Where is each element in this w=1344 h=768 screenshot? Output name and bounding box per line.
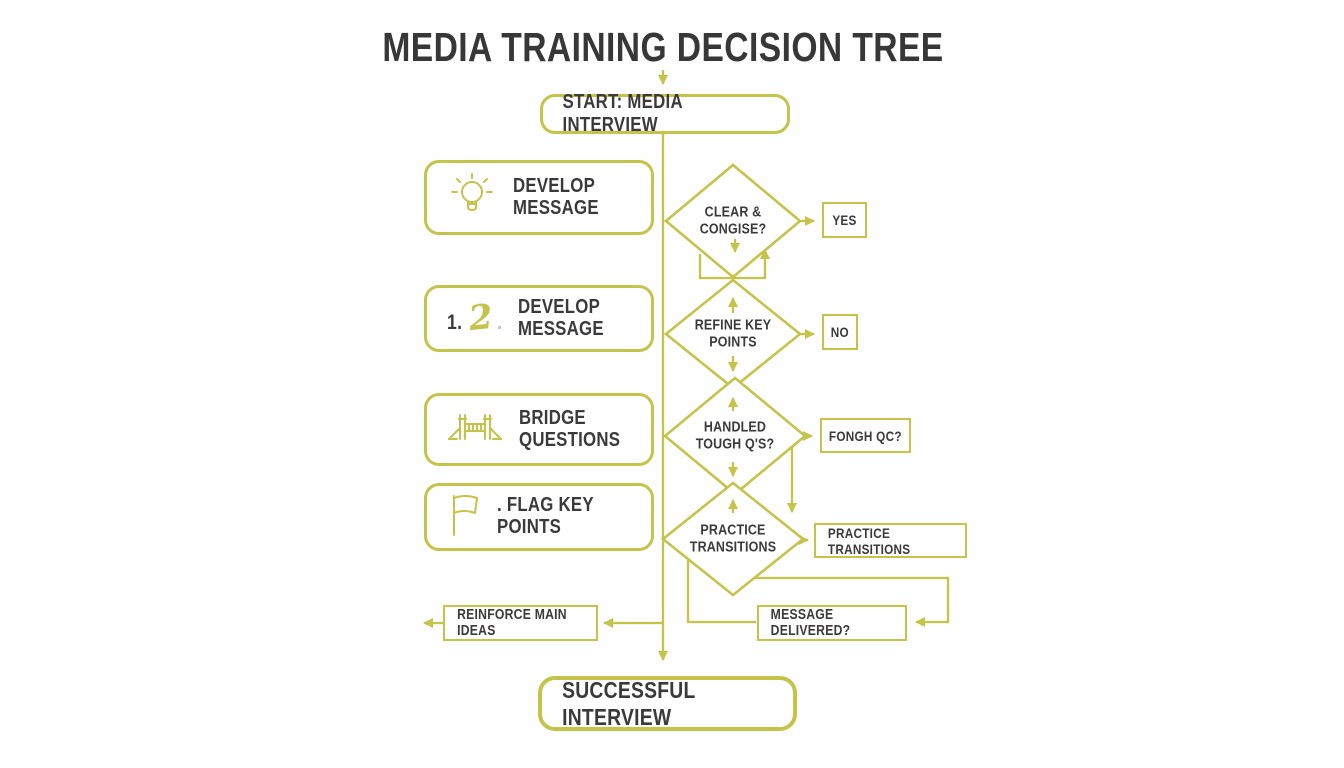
step-label: DEVELOP MESSAGE	[518, 295, 605, 340]
outcome-label: YES	[832, 212, 857, 228]
diamond-refine-key-points	[663, 278, 803, 390]
step-flag-key-points: . FLAG KEY POINTS	[424, 483, 654, 551]
diamond-label-practice-transitions: PRACTICE TRANSITIONS	[689, 522, 777, 555]
numeral-2-icon: 1. 2 .	[447, 296, 503, 339]
start-node: START: MEDIA INTERVIEW	[540, 91, 790, 136]
final-node-successful-interview: SUCCESSFUL INTERVIEW	[538, 676, 797, 731]
bridge-icon	[447, 407, 503, 452]
outcome-yes: YES	[822, 202, 867, 238]
step-bridge-questions: BRIDGE QUESTIONS	[424, 393, 654, 466]
separator-dot: .	[496, 311, 503, 334]
loop-d4-to-message	[754, 576, 950, 627]
page-title: MEDIA TRAINING DECISION TREE	[382, 24, 944, 70]
diamond-label-refine-key-points: REFINE KEY POINTS	[694, 317, 772, 350]
step-label: BRIDGE QUESTIONS	[519, 406, 621, 451]
numeral-2-glyph: 2	[467, 296, 495, 339]
diamond-practice-transitions	[660, 481, 806, 597]
diamond-label-clear-concise: CLEAR & CONGISE?	[699, 204, 767, 237]
line-d4-to-message-left	[686, 560, 756, 624]
inner-arrows-overlay	[728, 239, 740, 513]
diamond-handled-tough-qs	[662, 376, 808, 496]
outcome-label: NO	[830, 324, 850, 340]
step-develop-message: DEVELOP MESSAGE	[424, 160, 654, 235]
outcome-no: NO	[822, 314, 858, 350]
lightbulb-icon	[447, 169, 497, 226]
connector-lines	[423, 70, 950, 661]
outcome-practice-transitions: PRACTICE TRANSITIONS	[814, 523, 967, 558]
node-message-delivered: MESSAGE DELIVERED?	[757, 605, 907, 641]
outcome-label: FONGH QC?	[829, 427, 902, 444]
step-number: 1.	[447, 310, 463, 334]
outcome-label: PRACTICE TRANSITIONS	[827, 524, 911, 557]
outcome-fongh-qc: FONGH QC?	[820, 418, 911, 453]
node-reinforce-main-ideas: REINFORCE MAIN IDEAS	[443, 605, 598, 641]
node-label: MESSAGE DELIVERED?	[770, 607, 851, 639]
step-label: DEVELOP MESSAGE	[513, 174, 599, 219]
start-node-label: START: MEDIA INTERVIEW	[562, 91, 683, 136]
diamond-clear-concise	[663, 163, 803, 279]
step-develop-message-2: 1. 2 . DEVELOP MESSAGE	[424, 285, 654, 352]
node-label: REINFORCE MAIN IDEAS	[457, 607, 567, 639]
flag-icon	[447, 491, 481, 544]
diamond-label-handled-tough-qs: HANDLED TOUGH Q'S?	[695, 419, 775, 452]
decision-diamonds	[660, 163, 808, 597]
step-label: . FLAG KEY POINTS	[497, 494, 594, 538]
final-node-label: SUCCESSFUL INTERVIEW	[562, 676, 696, 730]
